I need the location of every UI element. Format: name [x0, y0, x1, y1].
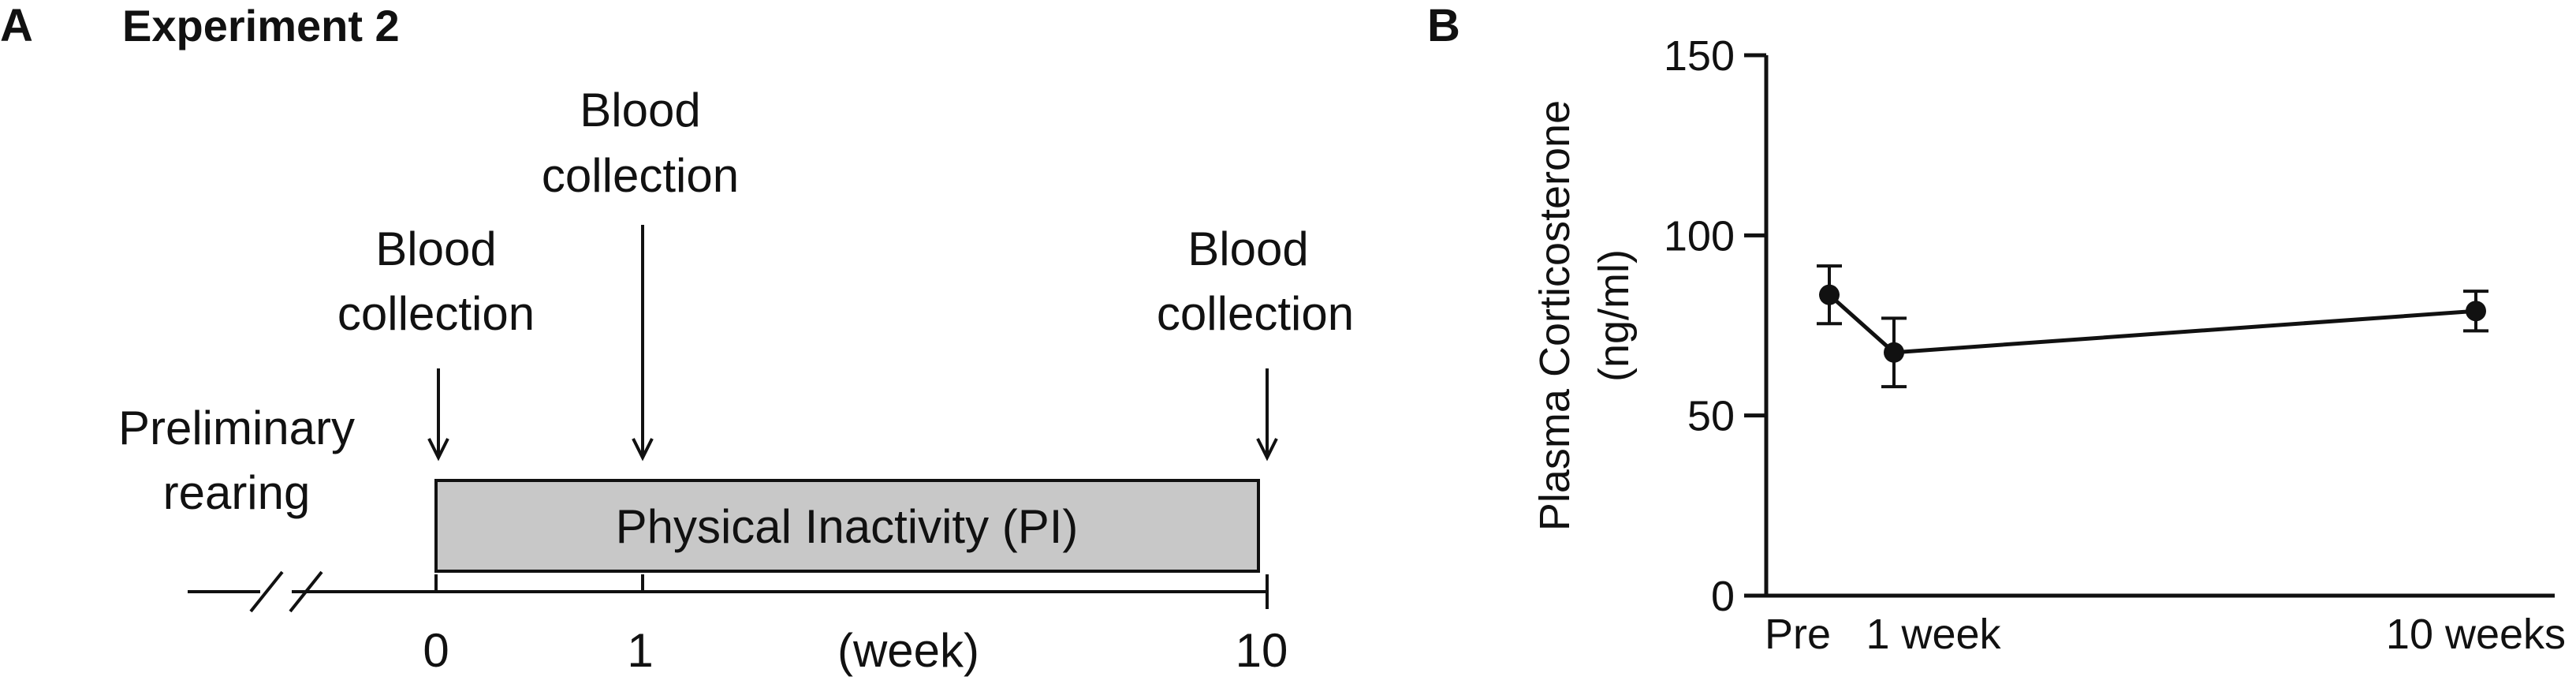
- data-point-0: [1819, 284, 1840, 305]
- y-axis-label-line2: (ng/ml): [1590, 249, 1638, 382]
- panel-a-letter: A: [0, 0, 33, 51]
- y-ticks: 0 50 100 150: [1664, 32, 1766, 620]
- x-ticks: Pre 1 week 10 weeks: [1765, 611, 2566, 658]
- preliminary-label-line2: rearing: [163, 466, 311, 519]
- collection-label-week1-line2: collection: [542, 149, 739, 202]
- y-tick-label-50: 50: [1687, 393, 1735, 440]
- panel-b: B Plasma Corticosterone (ng/ml) 0 50 100 15…: [1427, 0, 2566, 658]
- axis-break-mark-1: [249, 570, 284, 613]
- collection-label-week10-line1: Blood: [1187, 222, 1308, 275]
- collection-arrows: [427, 225, 1278, 462]
- arrowhead-week10: [1256, 438, 1278, 462]
- y-tick-label-150: 150: [1664, 32, 1735, 80]
- timeline-axis: [188, 570, 1269, 613]
- preliminary-label-line1: Preliminary: [118, 402, 355, 454]
- collection-label-week10-line2: collection: [1157, 287, 1354, 340]
- y-tick-label-100: 100: [1664, 212, 1735, 260]
- physical-inactivity-label: Physical Inactivity (PI): [616, 500, 1079, 553]
- x-tick-label-0: Pre: [1765, 611, 1831, 658]
- data-point-1: [1884, 342, 1904, 363]
- axis-break-mark-2: [289, 570, 323, 613]
- collection-label-week0-line1: Blood: [375, 222, 496, 275]
- collection-label-week1-line1: Blood: [580, 84, 700, 136]
- arrowhead-week1: [632, 438, 654, 462]
- collection-label-week0-line2: collection: [337, 287, 535, 340]
- panel-a: A Experiment 2 Blood collection Blood co…: [0, 0, 1354, 677]
- series-line: [1828, 293, 2477, 355]
- timeline-unit-label: (week): [837, 624, 979, 677]
- timeline-tick-label-0: 0: [423, 624, 449, 677]
- x-tick-label-1: 1 week: [1866, 611, 2001, 658]
- x-tick-label-2: 10 weeks: [2386, 611, 2566, 658]
- experiment-title: Experiment 2: [122, 1, 400, 50]
- series-corticosterone: [1817, 264, 2488, 389]
- timeline-tick-label-10: 10: [1236, 624, 1288, 677]
- timeline-tick-label-1: 1: [627, 624, 653, 677]
- y-tick-label-0: 0: [1711, 573, 1735, 620]
- panel-b-letter: B: [1427, 0, 1460, 51]
- y-axis-label-line1: Plasma Corticosterone: [1531, 100, 1579, 531]
- arrowhead-week0: [427, 438, 449, 462]
- data-point-2: [2466, 301, 2486, 322]
- physical-inactivity-bar: [434, 479, 1260, 573]
